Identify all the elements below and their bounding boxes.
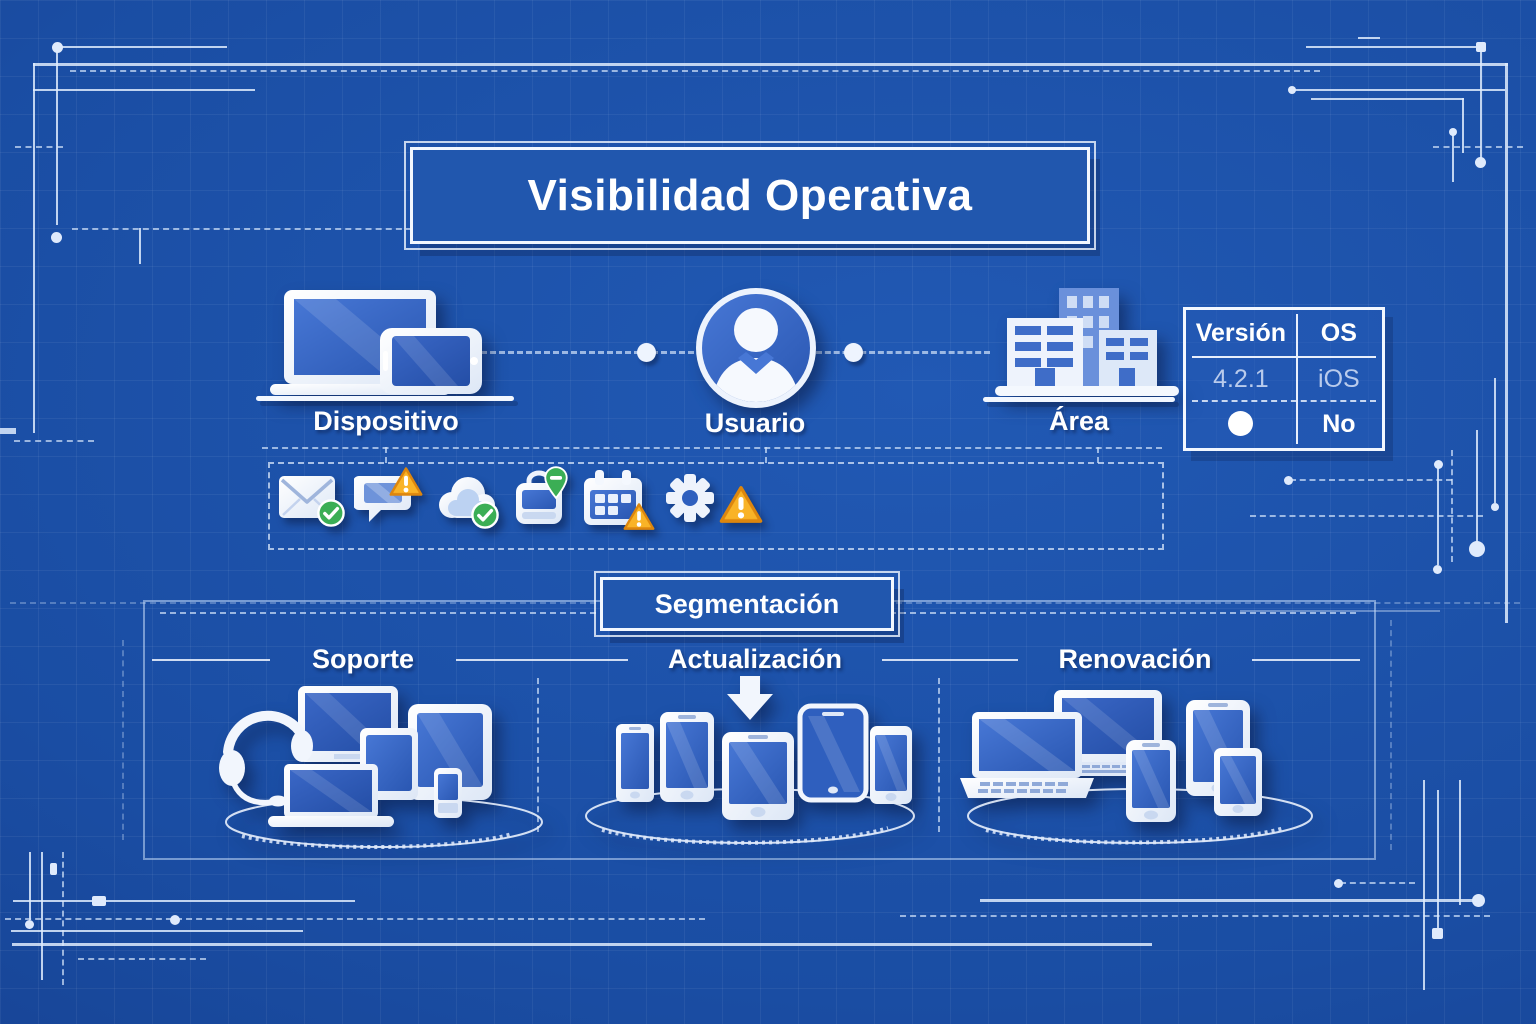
laptop-tablet-icon bbox=[270, 290, 482, 395]
status-icons-frame bbox=[268, 462, 1164, 550]
label-rule bbox=[1252, 659, 1360, 661]
table-row: 4.2.1 iOS bbox=[1186, 358, 1382, 400]
dashed-stub bbox=[1097, 447, 1099, 463]
briefcase-icon bbox=[516, 466, 568, 524]
title-banner: Visibilidad Operativa bbox=[404, 141, 1096, 250]
cell-os: iOS bbox=[1318, 365, 1360, 393]
calendar-icon bbox=[584, 470, 655, 530]
label-rule bbox=[152, 659, 270, 661]
laptops-devices-icon bbox=[960, 690, 1313, 845]
seg-dashed-left bbox=[10, 602, 596, 604]
node-label-area: Área bbox=[1048, 406, 1110, 436]
dashed-stub bbox=[765, 447, 767, 463]
status-icon-row bbox=[278, 466, 764, 532]
table-row-divider bbox=[1192, 400, 1376, 402]
node-label-usuario: Usuario bbox=[704, 408, 806, 438]
connector-dispositivo-usuario bbox=[472, 351, 694, 354]
area-underline bbox=[983, 397, 1175, 402]
section-label-soporte: Soporte bbox=[311, 644, 414, 674]
connector-dot-icon bbox=[637, 343, 656, 362]
connector-usuario-area bbox=[816, 351, 990, 354]
dispositivo-underline bbox=[256, 396, 514, 401]
buildings-icon bbox=[995, 288, 1179, 396]
segmentation-label: Segmentación bbox=[654, 589, 840, 619]
check-badge bbox=[316, 498, 346, 528]
label-rule bbox=[456, 659, 628, 661]
devices-download-icon bbox=[585, 676, 915, 845]
user-avatar-icon bbox=[696, 288, 816, 408]
table-row: No bbox=[1186, 402, 1382, 446]
node-label-dispositivo: Dispositivo bbox=[313, 406, 459, 436]
cell-version: 4.2.1 bbox=[1213, 365, 1269, 393]
gear-icon bbox=[666, 474, 763, 523]
table-column-divider bbox=[1295, 314, 1298, 444]
cloud-icon bbox=[439, 477, 500, 530]
version-os-table: Versión OS 4.2.1 iOS No bbox=[1183, 307, 1385, 451]
header-os: OS bbox=[1320, 319, 1357, 347]
section-divider bbox=[537, 678, 539, 832]
check-badge bbox=[470, 500, 500, 530]
table-header-row: Versión OS bbox=[1186, 310, 1382, 356]
cell-os: No bbox=[1322, 410, 1356, 438]
connector-dot-icon bbox=[844, 343, 863, 362]
page-title: Visibilidad Operativa bbox=[527, 171, 973, 220]
seg-dashed-right bbox=[896, 602, 1520, 604]
email-icon bbox=[279, 476, 346, 528]
chat-icon bbox=[354, 467, 423, 522]
segmentation-banner: Segmentación bbox=[594, 571, 900, 637]
table-header-rule bbox=[1192, 356, 1376, 358]
filled-dot-icon bbox=[1228, 411, 1254, 436]
section-divider bbox=[938, 678, 940, 832]
dashed-stub bbox=[385, 447, 387, 463]
headset-devices-icon bbox=[219, 686, 543, 850]
section-label-renovacion: Renovación bbox=[1058, 644, 1212, 674]
warning-badge bbox=[719, 486, 763, 523]
header-version: Versión bbox=[1195, 319, 1287, 347]
download-arrow-icon bbox=[727, 676, 773, 720]
label-rule bbox=[882, 659, 1018, 661]
section-label-actualizacion: Actualización bbox=[667, 644, 843, 674]
cell-version-dot bbox=[1186, 402, 1296, 446]
dashed-connector-line bbox=[262, 447, 1162, 449]
